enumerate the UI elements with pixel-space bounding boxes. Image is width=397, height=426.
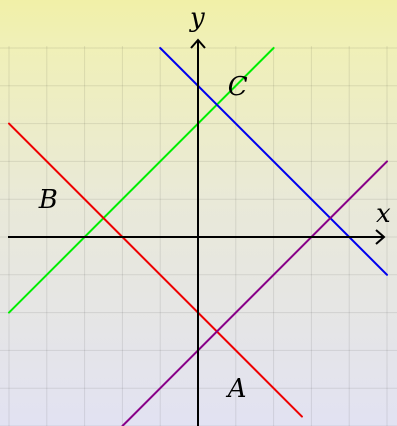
label-a: A (226, 374, 247, 404)
y-axis-arrow-icon (190, 38, 206, 49)
label-c: C (228, 72, 248, 102)
line-labels: A B C (38, 72, 248, 404)
x-axis-label: x (376, 199, 391, 229)
line-1 (8, 47, 275, 314)
y-axis-label: y (189, 3, 205, 33)
axes: x y (8, 3, 391, 426)
x-axis-arrow-icon (375, 229, 386, 245)
line-4 (121, 160, 388, 426)
line-2 (8, 122, 303, 418)
label-b: B (38, 185, 58, 215)
